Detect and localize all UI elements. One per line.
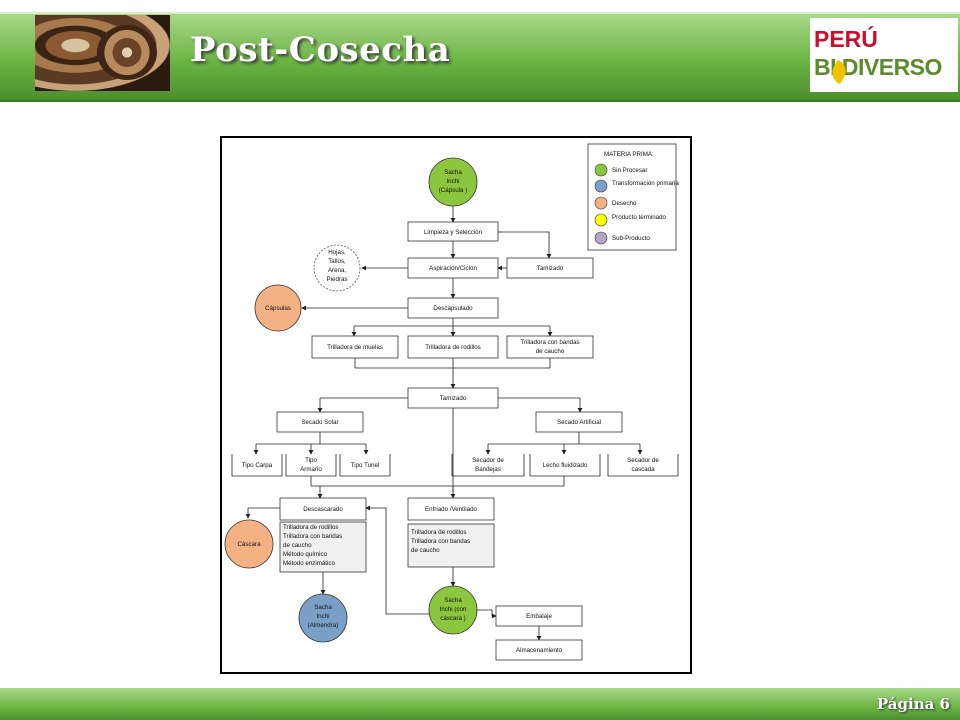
svg-text:(Almendra): (Almendra) [308, 622, 339, 629]
svg-text:Trilladora de rodillos: Trilladora de rodillos [425, 344, 480, 351]
node-tamizado-1: Tamizado [506, 257, 594, 279]
svg-text:de caucho: de caucho [283, 542, 312, 549]
logo-text-peru: PERÚ [814, 26, 878, 52]
svg-text:Método enzimático: Método enzimático [283, 560, 335, 567]
svg-text:Descascarado: Descascarado [303, 506, 343, 513]
svg-text:Trilladora con bandas: Trilladora con bandas [411, 538, 470, 545]
svg-text:Secado Solar: Secado Solar [301, 419, 338, 426]
sacha-inchi-photo [35, 15, 170, 91]
svg-text:Embalaje: Embalaje [526, 613, 552, 620]
node-cascara: Cáscara [224, 519, 274, 569]
svg-text:Tamizado: Tamizado [440, 395, 467, 402]
node-descascarado: Descascarado [279, 497, 367, 521]
svg-text:Tipo Carpa: Tipo Carpa [242, 462, 273, 469]
node-descascarado-metodos: Trilladora de rodillos Trilladora con ba… [279, 521, 367, 573]
svg-text:Descapsulado: Descapsulado [433, 305, 473, 312]
svg-text:Limpieza y Selección: Limpieza y Selección [424, 229, 483, 236]
svg-text:cáscara ): cáscara ) [440, 615, 465, 622]
svg-text:Hojas,: Hojas, [328, 249, 346, 256]
page-number: Página 6 [876, 695, 950, 713]
svg-text:Sacha: Sacha [444, 597, 462, 604]
node-trilladora-rodillos: Trilladora de rodillos [407, 335, 499, 359]
svg-text:Trilladora de rodillos: Trilladora de rodillos [283, 524, 338, 531]
node-enfriado-metodos: Trilladora de rodillos Trilladora con ba… [407, 523, 495, 568]
svg-text:Trilladora con bandas: Trilladora con bandas [520, 339, 579, 346]
legend-item-byproduct: Sub-Producto [612, 235, 650, 242]
footer-banner [0, 688, 960, 720]
svg-text:Bandejas: Bandejas [475, 466, 501, 473]
svg-text:Inchi: Inchi [316, 613, 329, 620]
legend-item-primary: Transformación primaria [612, 180, 679, 187]
node-secado-solar: Secado Solar [276, 411, 364, 433]
node-tipo-carpa: Tipo Carpa [231, 454, 283, 477]
svg-text:de caucho: de caucho [536, 348, 565, 355]
node-tipo-tunel: Tipo Tunel [339, 454, 391, 477]
node-enfriado: Enfriado /Ventilado [407, 497, 495, 521]
node-sacha-capsula: Sacha Inchi (Cápsula ) [428, 157, 478, 207]
svg-text:de caucho: de caucho [411, 547, 440, 554]
node-secador-cascada: Secador de cascada [607, 454, 679, 477]
svg-text:Piedras: Piedras [327, 276, 348, 283]
svg-text:Tipo Tunel: Tipo Tunel [351, 462, 380, 469]
node-sacha-almendra: Sacha Inchi (Almendra) [298, 593, 348, 643]
peru-biodiverso-logo: PERÚ BI DIVERSO [810, 18, 958, 92]
node-descapsulado: Descapsulado [407, 297, 499, 319]
svg-text:Cáscara: Cáscara [237, 541, 261, 548]
svg-text:Trilladora de rodillos: Trilladora de rodillos [411, 529, 466, 536]
svg-text:Sacha: Sacha [314, 604, 332, 611]
node-trilladora-bandas: Trilladora con bandas de caucho [506, 335, 594, 359]
node-lecho-fluidizado: Lecho fluidizado [529, 454, 601, 477]
svg-text:Secador de: Secador de [472, 457, 504, 464]
svg-text:Almacenamiento: Almacenamiento [516, 647, 563, 654]
svg-text:Secador de: Secador de [627, 457, 659, 464]
svg-text:Tamizado: Tamizado [537, 265, 564, 272]
node-tipo-armario: Tipo Armario [285, 454, 337, 477]
svg-text:Aspiración/Ciclón: Aspiración/Ciclón [429, 265, 477, 272]
svg-text:cascada: cascada [631, 466, 655, 473]
node-almacenamiento: Almacenamiento [495, 639, 583, 661]
node-tamizado-2: Tamizado [407, 387, 499, 409]
legend-title: MATERIA PRIMA: [604, 151, 654, 158]
svg-text:Secado Artificial: Secado Artificial [557, 419, 601, 426]
svg-text:Método químico: Método químico [283, 551, 328, 558]
svg-text:Arena,: Arena, [328, 267, 347, 274]
legend-item-waste: Desecho [612, 200, 637, 207]
node-aspiracion: Aspiración/Ciclón [407, 257, 499, 279]
svg-text:(Cápsula ): (Cápsula ) [439, 187, 468, 194]
svg-text:Enfriado /Ventilado: Enfriado /Ventilado [425, 506, 478, 513]
svg-text:Lecho fluidizado: Lecho fluidizado [543, 462, 588, 469]
legend-item-raw: Sin Procesar [612, 167, 647, 174]
svg-text:Tipo: Tipo [305, 457, 317, 464]
svg-text:Sacha: Sacha [444, 169, 462, 176]
page-title: Post-Cosecha [190, 30, 451, 70]
svg-text:Trilladora con bandas: Trilladora con bandas [283, 533, 342, 540]
node-limpieza: Limpieza y Selección [407, 221, 499, 242]
svg-text:Inchi: Inchi [446, 178, 459, 185]
svg-text:Trilladora de muelas: Trilladora de muelas [327, 344, 383, 351]
svg-text:Tallos,: Tallos, [328, 258, 346, 265]
legend: MATERIA PRIMA: Sin Procesar Transformaci… [587, 143, 679, 251]
node-secador-bandejas: Secador de Bandejas [451, 454, 525, 477]
svg-text:Armario: Armario [300, 466, 322, 473]
svg-text:Cápsulas: Cápsulas [265, 305, 291, 312]
node-secado-artificial: Secado Artificial [535, 411, 623, 433]
node-hojas-tallos: Hojas, Tallos, Arena, Piedras [313, 244, 361, 292]
post-harvest-flow-diagram: MATERIA PRIMA: Sin Procesar Transformaci… [224, 143, 679, 661]
node-embalaje: Embalaje [495, 605, 583, 627]
node-capsulas: Cápsulas [254, 284, 302, 332]
svg-text:Inchi (con: Inchi (con [440, 606, 467, 613]
node-sacha-cascara: Sacha Inchi (con cáscara ) [428, 585, 478, 635]
node-trilladora-muelas: Trilladora de muelas [311, 335, 399, 359]
legend-item-finished: Producto terminado [612, 214, 667, 221]
